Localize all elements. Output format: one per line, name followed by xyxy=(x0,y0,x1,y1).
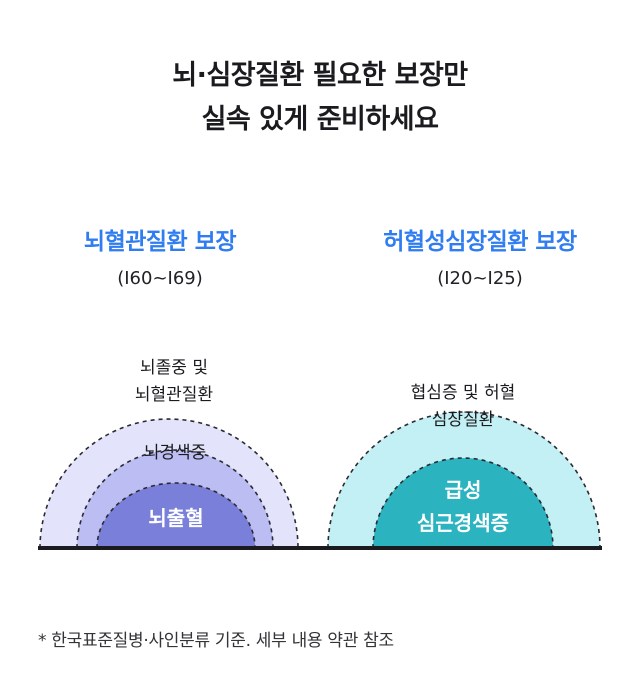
left-outer-label-line-1: 뇌졸중 및 xyxy=(140,358,208,378)
left-middle-label: 뇌경색증 xyxy=(144,443,207,463)
ischemic-heart-coverage-title: 허혈성심장질환 보장 xyxy=(383,229,577,255)
cerebrovascular-coverage-title: 뇌혈관질환 보장 xyxy=(83,229,237,255)
baseline xyxy=(38,546,602,550)
right-inner-label-line-1: 급성 xyxy=(445,478,482,502)
right-outer-label-line-1: 협심증 및 허혈 xyxy=(411,383,516,403)
right-inner-label-line-2: 심근경색증 xyxy=(417,511,509,535)
title-line-2: 실속 있게 준비하세요 xyxy=(201,104,439,135)
right-outer-label-line-2: 심장질환 xyxy=(432,410,495,430)
left-inner-label: 뇌출혈 xyxy=(148,506,203,530)
title-line-1: 뇌·심장질환 필요한 보장만 xyxy=(172,60,468,91)
page-title: 뇌·심장질환 필요한 보장만 실속 있게 준비하세요 xyxy=(0,54,640,142)
left-inner-dome xyxy=(96,482,256,549)
cerebrovascular-code-range: (I60~I69) xyxy=(117,268,203,289)
right-inner-dome xyxy=(372,457,554,549)
ischemic-heart-code-range: (I20~I25) xyxy=(437,268,523,289)
footnote: * 한국표준질병·사인분류 기준. 세부 내용 약관 참조 xyxy=(38,631,394,651)
left-outer-label-line-2: 뇌혈관질환 xyxy=(135,385,213,405)
